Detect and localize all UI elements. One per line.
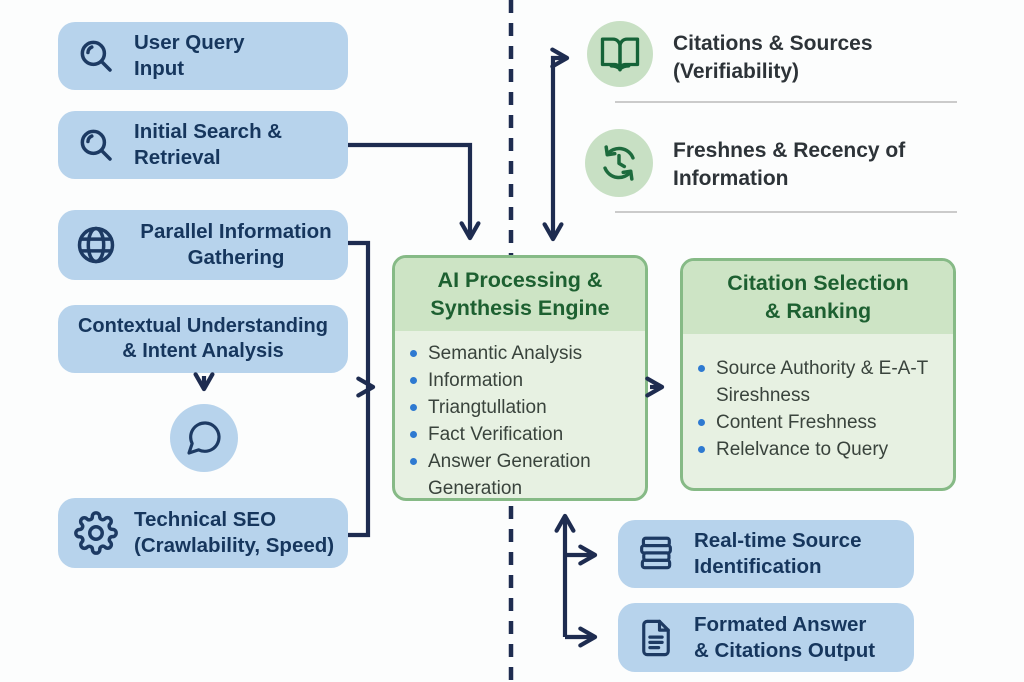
box-label: User Query Input — [134, 31, 245, 80]
bullet-dot — [698, 445, 705, 453]
divider — [615, 101, 957, 103]
list-item: Triangtullation — [410, 394, 637, 421]
bracket-left-inputs — [348, 240, 371, 538]
bullet-dot — [410, 376, 417, 384]
list-item: Fact Verification — [410, 421, 637, 448]
globe-icon — [58, 223, 134, 267]
bullet-dot — [410, 457, 417, 465]
magnifier-icon — [58, 124, 134, 166]
box-label: Parallel Information Gathering — [140, 220, 332, 269]
refresh-clock-icon — [585, 129, 653, 197]
speech-bubble-icon — [170, 404, 238, 472]
magnifier-icon — [58, 35, 134, 77]
list-item: Information — [410, 367, 637, 394]
gear-icon — [58, 511, 134, 555]
box-ai-processing-engine: AI Processing & Synthesis Engine Semanti… — [392, 255, 648, 501]
box-parallel-information-gathering: Parallel Information Gathering — [58, 210, 348, 280]
list-item: Relelvance to Query — [698, 436, 945, 463]
list-item: Source Authority & E-A-T Sireshness — [698, 355, 945, 409]
list-item: Content Freshness — [698, 409, 945, 436]
signal-freshness-recency: Freshnes & Recency of Information — [673, 139, 906, 190]
box-label: Real-time Source Identification — [694, 529, 862, 578]
list-item: Semantic Analysis — [410, 340, 637, 367]
document-icon — [618, 617, 694, 659]
box-label: Initial Search & Retrieval — [134, 120, 283, 169]
bullet-dot — [410, 403, 417, 411]
signal-citations-sources: Citations & Sources (Verifiability) — [673, 32, 873, 83]
engine-title: AI Processing & Synthesis Engine — [395, 258, 645, 331]
box-contextual-understanding: Contextual Understanding & Intent Analys… — [58, 305, 348, 373]
box-realtime-source-identification: Real-time Source Identification — [618, 520, 914, 588]
divider — [615, 211, 957, 213]
box-formatted-answer-output: Formated Answer & Citations Output — [618, 603, 914, 672]
engine-bullet-list: Semantic Analysis Information Triangtull… — [395, 331, 645, 498]
box-technical-seo: Technical SEO (Crawlability, Speed) — [58, 498, 348, 568]
citation-title: Citation Selection & Ranking — [683, 261, 953, 334]
bullet-dot — [698, 418, 705, 426]
box-citation-selection-ranking: Citation Selection & Ranking Source Auth… — [680, 258, 956, 491]
box-user-query-input: User Query Input — [58, 22, 348, 90]
box-label: Technical SEO (Crawlability, Speed) — [134, 508, 335, 557]
arrow-search-to-engine — [348, 142, 481, 241]
citation-bullet-list: Source Authority & E-A-T Sireshness Cont… — [683, 334, 953, 463]
open-book-icon — [587, 21, 653, 87]
box-label: Contextual Understanding & Intent Analys… — [77, 314, 328, 362]
list-item: Answer Generation Generation — [410, 448, 637, 498]
book-stack-icon — [618, 533, 694, 575]
bullet-dot — [410, 349, 417, 357]
box-label: Formated Answer & Citations Output — [694, 612, 876, 662]
bullet-dot — [698, 364, 705, 372]
arrow-engine-citations-link — [542, 47, 570, 242]
bullet-dot — [410, 430, 417, 438]
box-initial-search-retrieval: Initial Search & Retrieval — [58, 111, 348, 179]
